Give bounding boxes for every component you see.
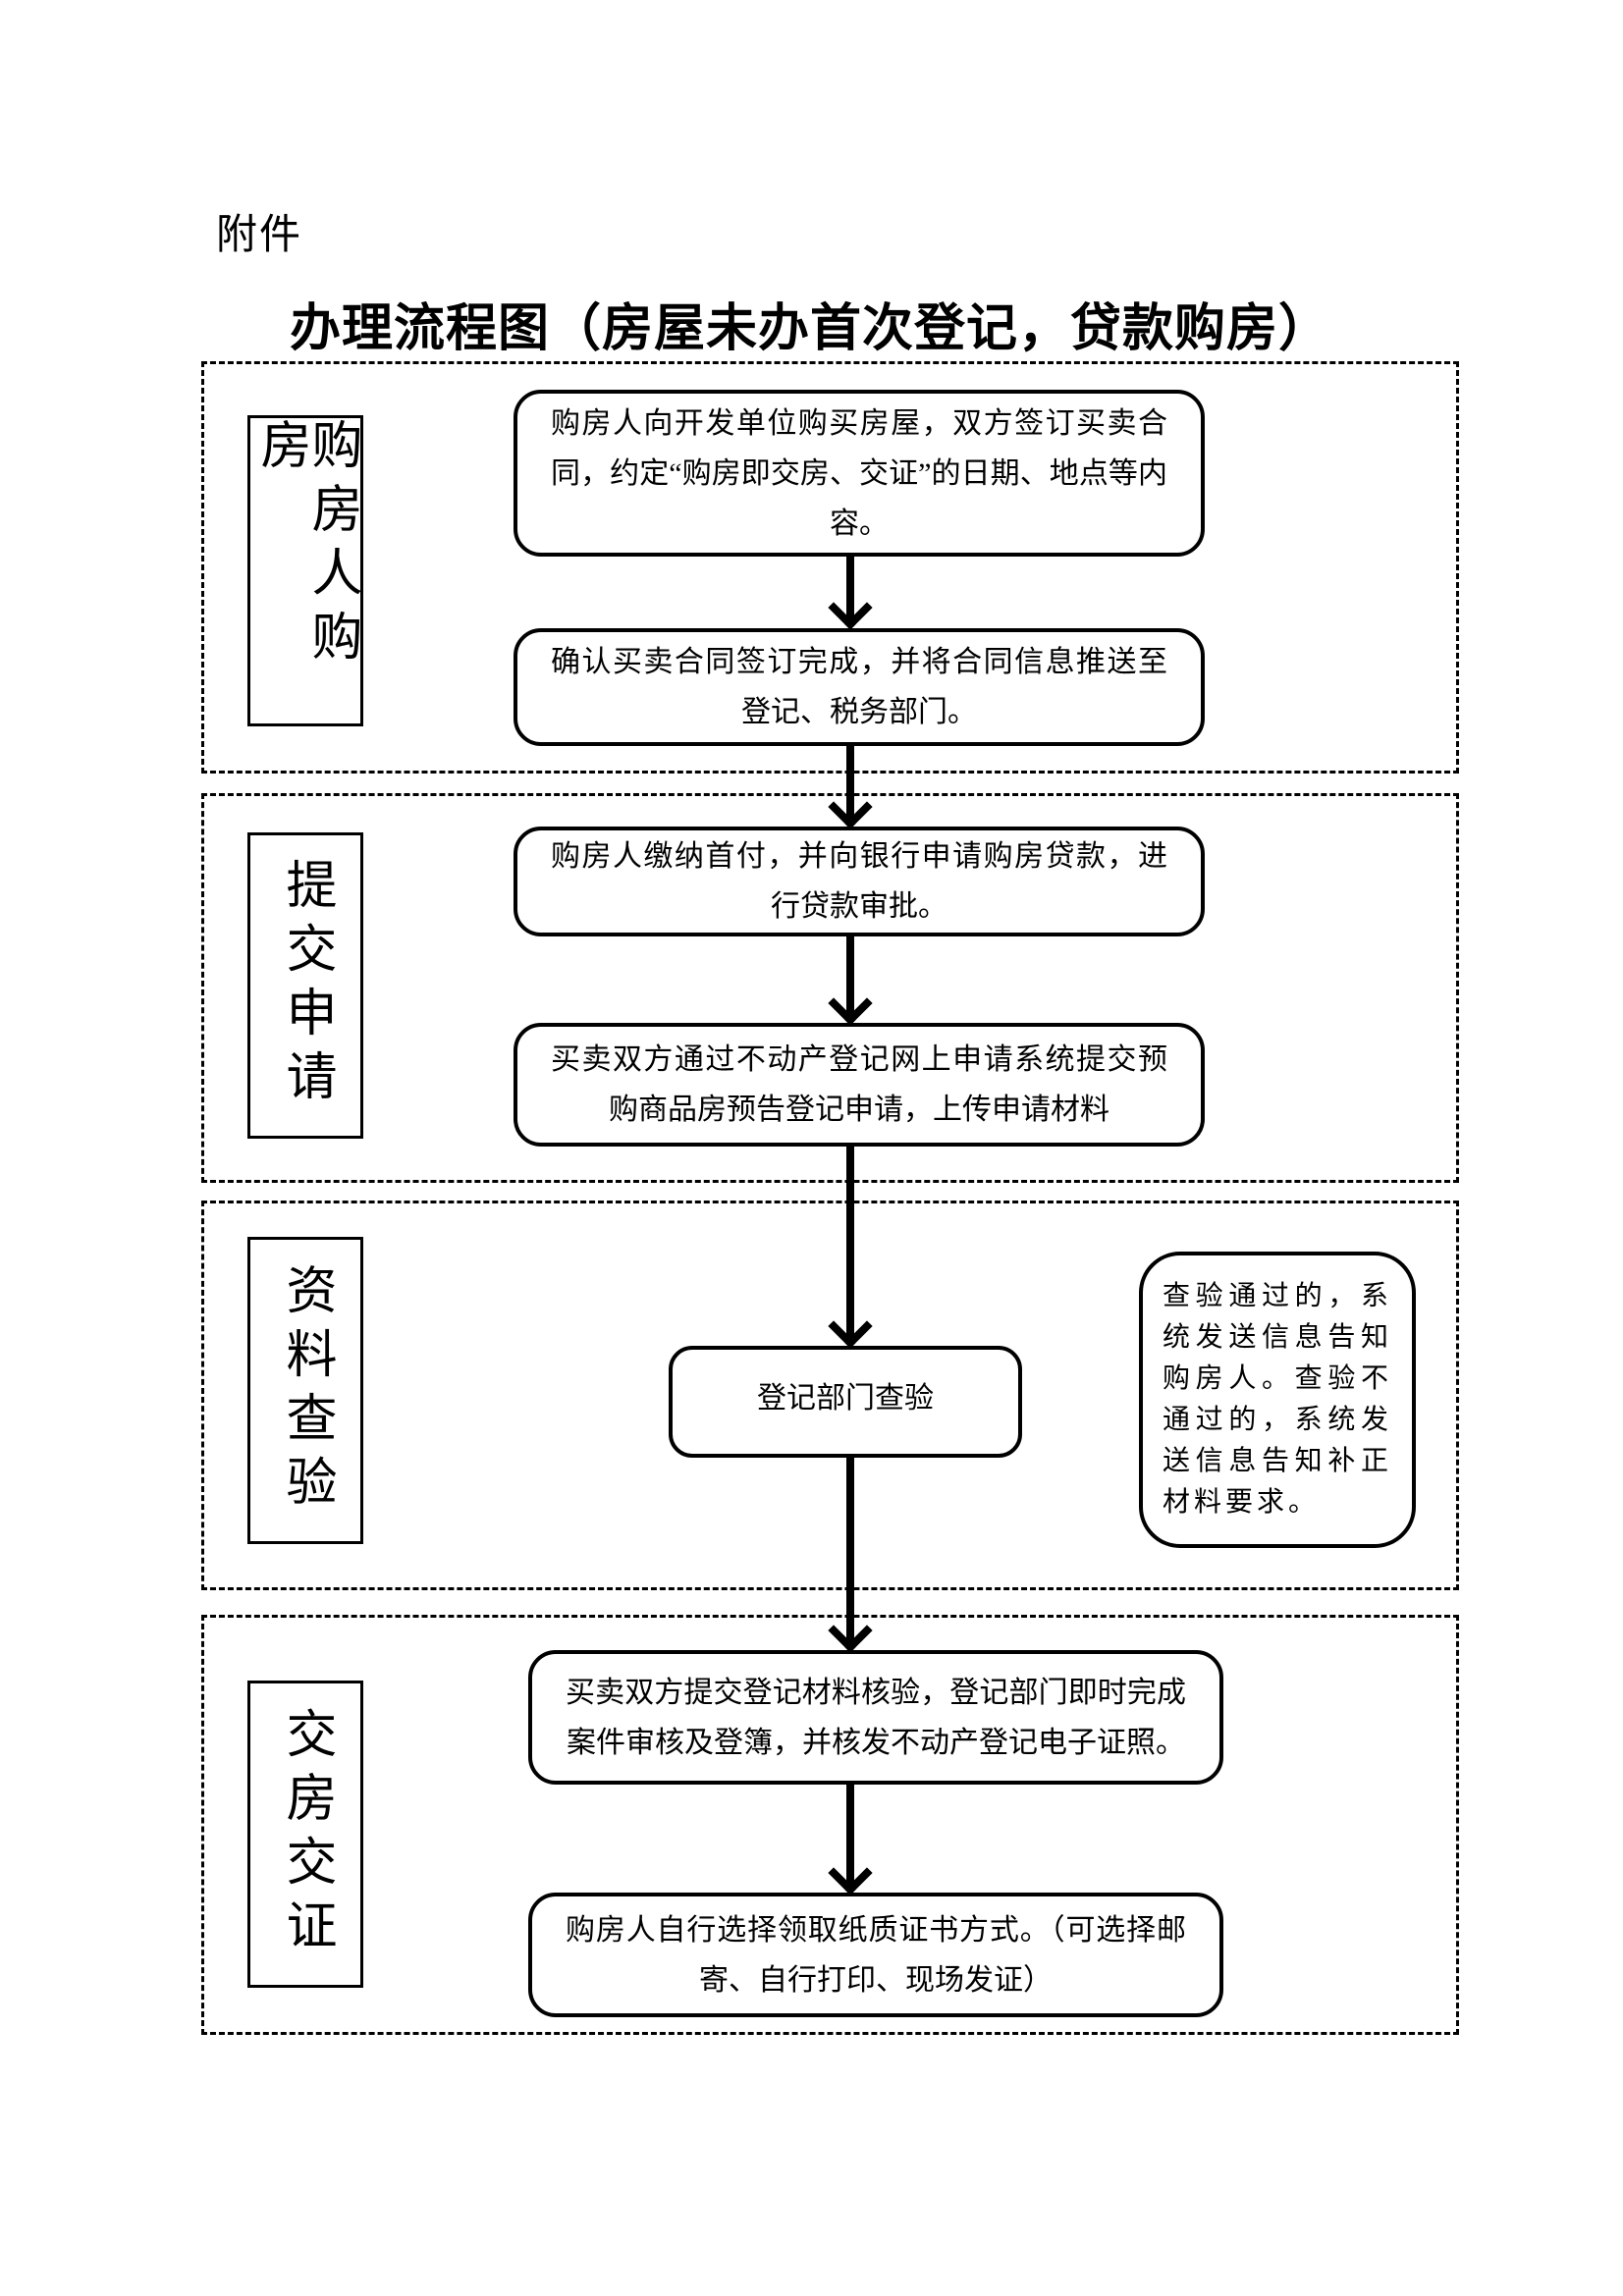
arrow-down-icon: [828, 1146, 873, 1349]
flow-box-text: 购房人缴纳首付，并向银行申请购房贷款，进行贷款审批。: [551, 840, 1167, 923]
flow-box-text: 购房人向开发单位购买房屋，双方签订买卖合同，约定“购房即交房、交证”的日期、地点…: [551, 406, 1167, 540]
stage-label-material-verification: 资料查验: [247, 1237, 363, 1544]
flow-box-text: 确认买卖合同签订完成，并将合同信息推送至登记、税务部门。: [551, 646, 1167, 728]
stage-label-text: 资料查验: [278, 1262, 334, 1519]
arrow-stem: [846, 743, 854, 820]
flow-box-confirm-contract: 确认买卖合同签订完成，并将合同信息推送至登记、税务部门。: [514, 628, 1205, 746]
arrow-head-icon: [828, 784, 873, 829]
side-note-text: 查验通过的，系统发送信息告知购房人。查验不通过的，系统发送信息告知补正材料要求。: [1163, 1281, 1392, 1518]
arrow-down-icon: [828, 1784, 873, 1896]
section-deliver-house-certificate: [201, 1615, 1459, 2035]
arrow-down-icon: [828, 557, 873, 630]
arrow-head-icon: [828, 1850, 873, 1896]
section-material-verification: [201, 1201, 1459, 1590]
attachment-label: 附件: [216, 213, 303, 258]
arrow-stem: [846, 1784, 854, 1886]
arrow-down-icon: [828, 1457, 873, 1653]
arrow-stem: [846, 1457, 854, 1643]
stage-label-text: 提交申请: [278, 858, 334, 1113]
flow-box-text: 购房人自行选择领取纸质证书方式。（可选择邮寄、自行打印、现场发证）: [566, 1913, 1186, 1997]
stage-label-deliver-house-certificate: 交房交证: [247, 1681, 363, 1988]
flow-box-online-application: 买卖双方通过不动产登记网上申请系统提交预购商品房预告登记申请，上传申请材料: [514, 1023, 1205, 1147]
stage-label-buyer-purchase: 购房人购房: [247, 415, 363, 726]
side-note-verification-result: 查验通过的，系统发送信息告知购房人。查验不通过的，系统发送信息告知补正材料要求。: [1139, 1252, 1416, 1548]
flow-box-review-and-register: 买卖双方提交登记材料核验，登记部门即时完成案件审核及登簿，并核发不动产登记电子证…: [528, 1650, 1223, 1785]
flow-box-sign-contract: 购房人向开发单位购买房屋，双方签订买卖合同，约定“购房即交房、交证”的日期、地点…: [514, 390, 1205, 557]
stage-label-text: 交房交证: [278, 1706, 334, 1962]
arrow-stem: [846, 1146, 854, 1339]
flow-box-choose-certificate-delivery: 购房人自行选择领取纸质证书方式。（可选择邮寄、自行打印、现场发证）: [528, 1893, 1223, 2017]
arrow-head-icon: [828, 585, 873, 630]
arrow-down-icon: [828, 934, 873, 1026]
arrow-head-icon: [828, 1608, 873, 1653]
section-submit-application: [201, 793, 1459, 1183]
stage-label-submit-application: 提交申请: [247, 832, 363, 1139]
arrow-head-icon: [828, 981, 873, 1026]
page-title: 办理流程图（房屋未办首次登记，贷款购房）: [289, 301, 1330, 357]
flow-box-text: 登记部门查验: [757, 1382, 934, 1415]
flow-box-pay-downpayment: 购房人缴纳首付，并向银行申请购房贷款，进行贷款审批。: [514, 827, 1205, 936]
arrow-stem: [846, 557, 854, 620]
stage-label-text: 购房人购房: [252, 418, 359, 673]
arrow-stem: [846, 934, 854, 1016]
flow-box-text: 买卖双方通过不动产登记网上申请系统提交预购商品房预告登记申请，上传申请材料: [551, 1043, 1167, 1126]
flow-box-text: 买卖双方提交登记材料核验，登记部门即时完成案件审核及登簿，并核发不动产登记电子证…: [566, 1676, 1186, 1759]
arrow-head-icon: [828, 1304, 873, 1349]
section-buyer-purchase: [201, 361, 1459, 774]
flow-box-registration-check: 登记部门查验: [669, 1346, 1022, 1458]
arrow-down-icon: [828, 743, 873, 829]
